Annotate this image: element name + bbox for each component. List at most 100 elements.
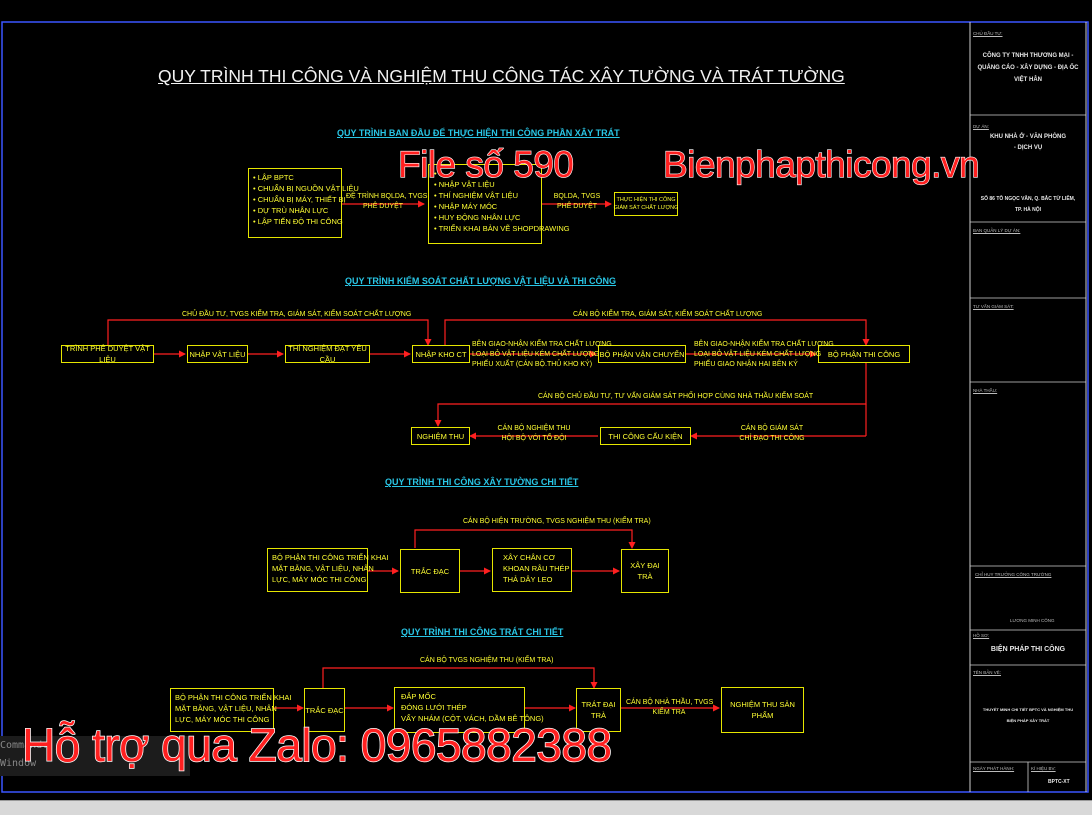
s1-box1-line: • DỰ TRÙ NHÂN LỰC bbox=[253, 206, 329, 215]
s4-box1-line: MẶT BẰNG, VẬT LIỆU, NHÂN bbox=[175, 704, 277, 713]
s3-box-base-wall[interactable]: XÂY CHÂN CƠ KHOAN RÂU THÉP THẢ DÂY LEO bbox=[492, 548, 572, 592]
flow-arrows bbox=[107, 200, 870, 712]
s2-right-line: CÁN BỘ GIÁM SÁT bbox=[740, 425, 804, 432]
s2-top-right-label: CÁN BỘ KIỂM TRA, GIÁM SÁT, KIỂM SOÁT CHẤ… bbox=[573, 311, 763, 318]
s4-box-survey[interactable]: TRẮC ĐẠC bbox=[304, 688, 345, 732]
tb-dossier: BIỆN PHÁP THI CÔNG bbox=[990, 646, 1066, 653]
tb-project-label: DỰ ÁN: bbox=[973, 124, 989, 129]
tb-investor-line: CÔNG TY TNHH THƯƠNG MẠI - bbox=[982, 53, 1074, 59]
tb-location-line: SỐ 86 TÔ NGỌC VÂN, Q. BẮC TỪ LIÊM, bbox=[980, 196, 1076, 202]
tb-drawing-name-line: BIỆN PHÁP XÂY TRÁT bbox=[1006, 718, 1050, 723]
tb-project-line: - DỊCH VỤ bbox=[1013, 145, 1043, 151]
section1-title: QUY TRÌNH BAN ĐẦU ĐỂ THỰC HIỆN THI CÔNG … bbox=[337, 128, 620, 138]
tb-pmu-label: BAN QUẢN LÝ DỰ ÁN: bbox=[973, 228, 1021, 233]
watermark-website: Bienphapthicong.vn bbox=[662, 143, 980, 185]
tb-drawing-name-line: THUYẾT MINH CHI TIẾT BPTC VÀ NGHIỆM THU bbox=[982, 707, 1074, 712]
s2-box-component-construction[interactable]: THI CÔNG CẤU KIỆN bbox=[600, 427, 691, 445]
s3-box3-line: THẢ DÂY LEO bbox=[503, 575, 553, 584]
s2-left-line: CÁN BỘ NGHIỆM THU bbox=[497, 425, 571, 432]
s1-arrow2-line: BQLDA, TVGS bbox=[553, 193, 601, 200]
s1-box2-line: • NHẬP VẬT LIỆU bbox=[434, 180, 495, 189]
s1-box2-line: • HUY ĐỘNG NHÂN LỰC bbox=[434, 213, 521, 222]
s4-box3-line: ĐẮP MỐC bbox=[401, 692, 436, 701]
s4-box1-line: BỘ PHẬN THI CÔNG TRIỂN KHAI bbox=[175, 693, 292, 702]
s2-mid2-line: LOẠI BỎ VẬT LIỆU KÉM CHẤT LƯỢNG bbox=[694, 351, 822, 358]
s2-right-label: CÁN BỘ GIÁM SÁT CHỈ ĐẠO THI CÔNG bbox=[728, 424, 816, 444]
tb-commander-label: CHỈ HUY TRƯỞNG CÔNG TRƯỜNG bbox=[975, 572, 1052, 577]
tb-location-line: TP. HÀ NỘI bbox=[1014, 207, 1042, 213]
command-line[interactable]: Command: Window bbox=[0, 736, 190, 776]
s3-box-survey[interactable]: TRẮC ĐẠC bbox=[400, 549, 460, 593]
s3-box3-line: XÂY CHÂN CƠ bbox=[503, 553, 556, 562]
drawing-title: QUY TRÌNH THI CÔNG VÀ NGHIỆM THU CÔNG TÁ… bbox=[158, 66, 845, 86]
s3-box-mass-wall[interactable]: XÂY ĐẠI TRÀ bbox=[621, 549, 669, 593]
s4-arrow-label: CÁN BỘ NHÀ THẦU, TVGS KIỂM TRA bbox=[626, 698, 714, 718]
s2-box-acceptance[interactable]: NGHIỆM THU bbox=[411, 427, 470, 445]
s1-box1-line: • CHUẨN BỊ MÁY, THIẾT BỊ bbox=[253, 195, 346, 204]
s2-box-submit-material[interactable]: TRÌNH PHÊ DUYỆT VẬT LIỆU bbox=[61, 344, 154, 364]
s2-bottom-label: CÁN BỘ CHỦ ĐẦU TƯ, TƯ VẤN GIÁM SÁT PHỐI … bbox=[538, 393, 814, 400]
s4-box1-line: LỰC, MÁY MÓC THI CÔNG bbox=[175, 715, 270, 724]
tb-supervisor-label: TƯ VẤN GIÁM SÁT: bbox=[973, 304, 1014, 309]
s1-box3-line: THỰC HIỆN THI CÔNG bbox=[616, 197, 676, 203]
s1-arrow2-line: PHÊ DUYỆT bbox=[556, 203, 598, 210]
s1-box-preparation[interactable]: • LẬP BPTC • CHUẨN BỊ NGUỒN VẬT LIỆU • C… bbox=[248, 168, 359, 238]
tb-drawing-name: THUYẾT MINH CHI TIẾT BPTC VÀ NGHIỆM THU … bbox=[971, 704, 1085, 726]
tb-dossier-label: HỒ SƠ: bbox=[973, 633, 990, 638]
s3-box1-line: BỘ PHẬN THI CÔNG TRIỂN KHAI bbox=[272, 553, 389, 562]
s1-box2-line: • ... bbox=[434, 169, 445, 178]
s1-box2-line: • TRIỂN KHAI BẢN VẼ SHOPDRAWING bbox=[434, 224, 570, 233]
s2-right-line: CHỈ ĐẠO THI CÔNG bbox=[739, 435, 805, 442]
s1-box1-line: • CHUẨN BỊ NGUỒN VẬT LIỆU bbox=[253, 184, 359, 193]
tb-project: KHU NHÀ Ở - VĂN PHÒNG - DỊCH VỤ bbox=[973, 132, 1083, 154]
s4-box-deploy[interactable]: BỘ PHẬN THI CÔNG TRIỂN KHAI MẶT BẰNG, VẬ… bbox=[170, 688, 292, 732]
watermark-zalo: Hỗ trợ qua Zalo: 0965882388 bbox=[21, 718, 613, 772]
s2-mid2-label: BÊN GIAO-NHẬN KIỂM TRA CHẤT LƯỢNG LOẠI B… bbox=[694, 340, 834, 370]
s2-box-transport[interactable]: BỘ PHẬN VẬN CHUYỂN bbox=[598, 345, 686, 363]
s1-box-mobilization[interactable]: • ... • NHẬP VẬT LIỆU • THÍ NGHIỆM VẬT L… bbox=[428, 164, 570, 244]
s1-arrow2-label: BQLDA, TVGS PHÊ DUYỆT bbox=[546, 192, 608, 212]
tb-code-label: KÍ HIỆU BV: bbox=[1031, 766, 1056, 771]
s2-left-line: HỘI BỘ VỚI TỔ ĐỘI bbox=[501, 435, 567, 442]
s4-box-prep[interactable]: ĐẮP MỐC ĐÓNG LƯỚI THÉP VẨY NHÁM (CỘT, VÁ… bbox=[394, 687, 544, 733]
s4-box3-line: VẨY NHÁM (CỘT, VÁCH, DẦM BÊ TÔNG) bbox=[401, 714, 544, 723]
status-bar bbox=[0, 800, 1092, 815]
s2-left-label: CÁN BỘ NGHIỆM THU HỘI BỘ VỚI TỔ ĐỘI bbox=[492, 424, 576, 444]
s1-box1-line: • LẬP BPTC bbox=[253, 173, 294, 182]
section2-title: QUY TRÌNH KIỂM SOÁT CHẤT LƯỢNG VẬT LIỆU … bbox=[345, 276, 616, 286]
s4-box-mass-plaster[interactable]: TRÁT ĐẠI TRÀ bbox=[576, 688, 621, 732]
s1-arrow1-line: PHÊ DUYỆT bbox=[362, 203, 404, 210]
command-window-text: Window bbox=[0, 758, 37, 769]
s1-arrow1-label: ĐỆ TRÌNH BQLDA, TVGS PHÊ DUYỆT bbox=[346, 192, 428, 212]
s3-top-label: CÁN BỘ HIỆN TRƯỜNG, TVGS NGHIỆM THU (KIỂ… bbox=[463, 518, 651, 525]
s2-box-warehouse[interactable]: NHẬP KHO CT bbox=[412, 345, 470, 363]
s3-box1-line: MẶT BẰNG, VẬT LIỆU, NHÂN bbox=[272, 564, 374, 573]
s2-box-construction-team[interactable]: BỘ PHẬN THI CÔNG bbox=[818, 345, 910, 363]
tb-investor-label: CHỦ ĐẦU TƯ: bbox=[973, 31, 1003, 36]
tb-code: BPTC-XT bbox=[1048, 779, 1070, 785]
s2-mid2-line: PHIẾU GIAO NHẬN HAI BÊN KÝ bbox=[694, 361, 798, 368]
tb-date-label: NGÀY PHÁT HÀNH: bbox=[973, 766, 1015, 771]
s4-box-acceptance[interactable]: NGHIỆM THU SẢN PHẨM bbox=[721, 687, 804, 733]
s1-arrow1-line: ĐỆ TRÌNH BQLDA, TVGS bbox=[346, 193, 428, 200]
watermark-file-number: File số 590 bbox=[397, 143, 574, 185]
tb-investor: CÔNG TY TNHH THƯƠNG MẠI - QUẢNG CÁO - XÂ… bbox=[973, 50, 1083, 86]
s2-mid1-label: BÊN GIAO-NHẬN KIỂM TRA CHẤT LƯỢNG LOẠI B… bbox=[472, 340, 612, 370]
s4-arrow-line: CÁN BỘ NHÀ THẦU, TVGS bbox=[626, 699, 714, 706]
s1-box2-line: • THÍ NGHIỆM VẬT LIỆU bbox=[434, 191, 519, 200]
tb-project-line: KHU NHÀ Ở - VĂN PHÒNG bbox=[989, 134, 1067, 140]
s1-box-execution[interactable]: THỰC HIỆN THI CÔNG GIÁM SÁT CHẤT LƯỢNG bbox=[614, 192, 678, 216]
s2-top-left-label: CHỦ ĐẦU TƯ, TVGS KIỂM TRA, GIÁM SÁT, KIỂ… bbox=[182, 311, 412, 318]
s2-box-testing[interactable]: THÍ NGHIỆM ĐẠT YÊU CẦU bbox=[285, 344, 370, 364]
tb-location: SỐ 86 TÔ NGỌC VÂN, Q. BẮC TỪ LIÊM, TP. H… bbox=[973, 194, 1083, 216]
s4-top-label: CÁN BỘ TVGS NGHIỆM THU (KIỂM TRA) bbox=[420, 657, 554, 664]
s1-box2-line: • NHẬP MÁY MÓC bbox=[434, 202, 498, 211]
s2-mid2-line: BÊN GIAO-NHẬN KIỂM TRA CHẤT LƯỢNG bbox=[694, 341, 834, 348]
s4-box3-line: ĐÓNG LƯỚI THÉP bbox=[401, 703, 467, 712]
tb-contractor-label: NHÀ THẦU: bbox=[973, 388, 998, 393]
s3-box-deploy[interactable]: BỘ PHẬN THI CÔNG TRIỂN KHAI MẶT BẰNG, VẬ… bbox=[267, 548, 389, 592]
s3-box1-line: LỰC, MÁY MÓC THI CÔNG bbox=[272, 575, 367, 584]
s2-box-import-material[interactable]: NHẬP VẬT LIỆU bbox=[187, 345, 248, 363]
